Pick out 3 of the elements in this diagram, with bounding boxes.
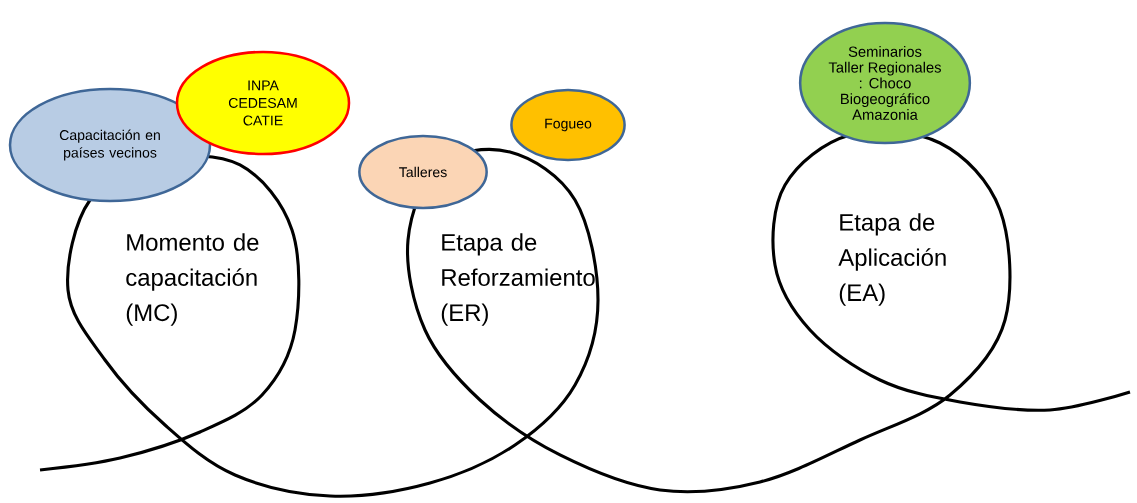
stage-label: Etapa de Reforzamiento (ER) — [441, 233, 595, 326]
stage-label: Etapa de Aplicación (EA) — [838, 213, 946, 306]
stage-label: Momento de capacitación (MC) — [126, 233, 259, 326]
